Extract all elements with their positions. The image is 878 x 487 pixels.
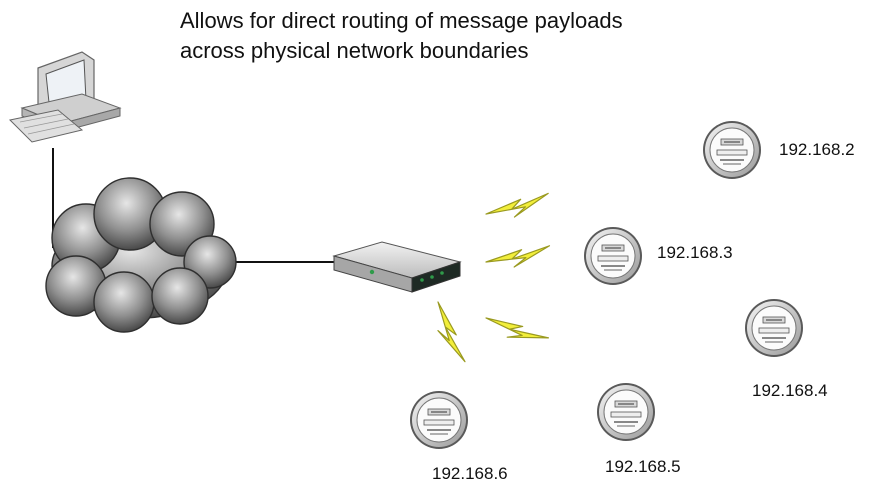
utility-meter-icon (744, 298, 804, 358)
wireless-signal-bolt-icon (483, 192, 551, 221)
wireless-signal-bolt-icon (484, 245, 551, 269)
caption-line-2: across physical network boundaries (180, 38, 529, 63)
desktop-computer-icon (8, 51, 122, 143)
network-cloud-icon (45, 177, 237, 333)
wireless-gateway-icon (332, 241, 462, 293)
utility-meter-icon (702, 120, 762, 180)
meter-ip-label: 192.168.2 (779, 140, 855, 159)
caption-line-1: Allows for direct routing of message pay… (180, 8, 623, 33)
meter-ip-label: 192.168.3 (657, 243, 733, 262)
meter-ip-label: 192.168.5 (605, 457, 681, 476)
utility-meter-icon (583, 226, 643, 286)
meter-ip-label: 192.168.6 (432, 464, 508, 483)
utility-meter-icon (409, 390, 469, 450)
wireless-signal-bolt-icon (482, 305, 550, 356)
wireless-signal-bolt-icon (431, 298, 466, 367)
utility-meter-icon (596, 382, 656, 442)
meter-ip-label: 192.168.4 (752, 381, 828, 400)
